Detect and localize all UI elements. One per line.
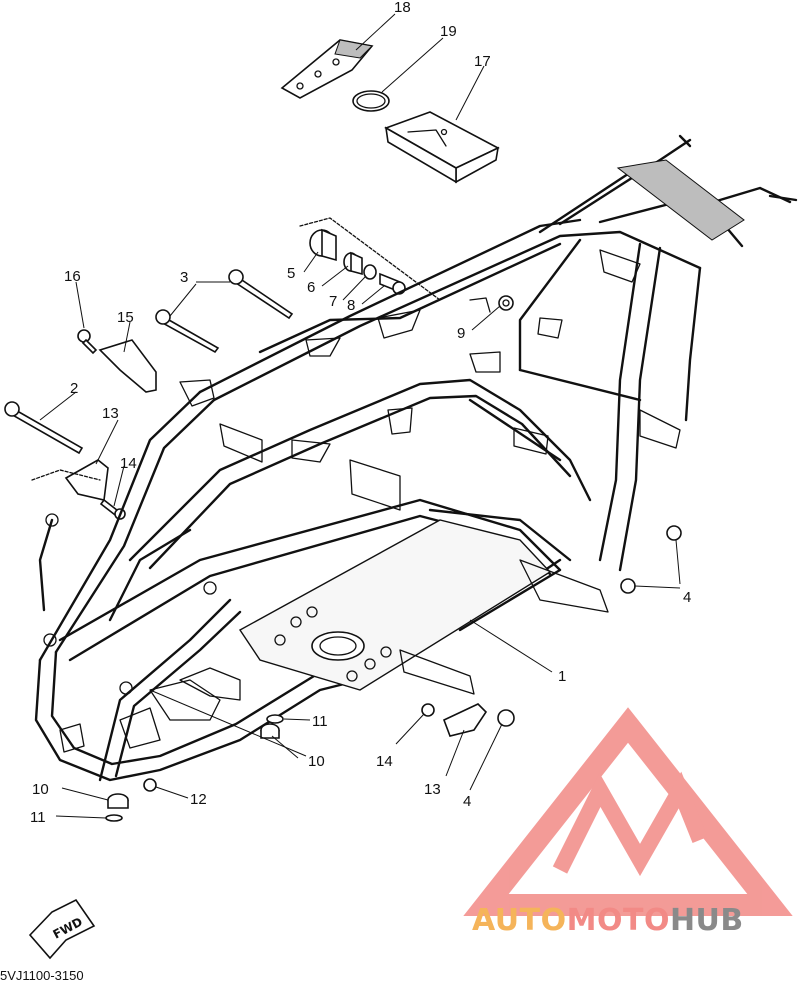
callout-15: 15 — [117, 309, 134, 326]
part-9-nut — [498, 295, 514, 311]
callout-8: 8 — [347, 297, 355, 314]
callout-10a: 10 — [308, 753, 325, 770]
callout-10b: 10 — [32, 781, 49, 798]
part-11-ring-upper — [266, 714, 284, 724]
part-4-nut-upper — [620, 525, 682, 594]
part-13-plate-right — [442, 703, 488, 737]
watermark-wordmark: AUTOMOTOHUB — [472, 903, 744, 938]
part-3-long-bolts — [155, 269, 294, 354]
svg-text:AUTOMOTOHUB: AUTOMOTOHUB — [472, 903, 744, 938]
callout-17: 17 — [474, 53, 491, 70]
part-17-tool-bag — [384, 111, 500, 184]
watermark-auto: AUTO — [472, 903, 567, 938]
part-18-seat-pad — [280, 39, 374, 99]
callout-labels: 1 2 3 4 4 5 6 7 8 9 10 10 11 11 12 13 13… — [30, 0, 691, 826]
part-2-bolt — [4, 401, 84, 455]
part-15-bracket — [98, 339, 157, 393]
callout-4a: 4 — [683, 589, 691, 606]
callout-14b: 14 — [376, 753, 393, 770]
part-16-bolt — [77, 329, 98, 355]
callout-13b: 13 — [424, 781, 441, 798]
leader-lines — [39, 13, 681, 819]
callout-12: 12 — [190, 791, 207, 808]
callout-18: 18 — [394, 0, 411, 16]
part-4-nut-lower — [497, 709, 515, 727]
callout-5: 5 — [287, 265, 295, 282]
part-6-bushing — [343, 251, 363, 276]
callout-11a: 11 — [312, 713, 328, 730]
part-11-ring-lower — [105, 814, 123, 822]
watermark-hub: HUB — [670, 903, 744, 938]
callout-14a: 14 — [120, 455, 137, 472]
callout-13a: 13 — [102, 405, 119, 422]
callout-2: 2 — [70, 380, 78, 397]
part-19-o-ring — [352, 90, 390, 112]
watermark-logo-icon — [463, 707, 793, 916]
part-13-plate-left — [64, 459, 109, 501]
callout-9: 9 — [457, 325, 465, 342]
callout-4b: 4 — [463, 793, 471, 810]
part-1-main-frame — [31, 134, 798, 782]
callout-11b: 11 — [30, 809, 46, 826]
part-10-damper-lower — [107, 793, 129, 809]
callout-7: 7 — [329, 293, 337, 310]
callout-3: 3 — [180, 269, 188, 286]
part-10-damper-upper — [260, 723, 280, 739]
watermark-moto: MOTO — [567, 903, 670, 938]
callout-1: 1 — [558, 668, 566, 685]
part-14-bolt-right — [421, 703, 435, 717]
callout-6: 6 — [307, 279, 315, 296]
callout-19: 19 — [440, 23, 457, 40]
part-7-washer — [363, 264, 377, 280]
part-5-collar — [309, 228, 337, 262]
fwd-arrow-icon: FWD — [28, 898, 96, 960]
part-12-bolt — [143, 778, 157, 792]
callout-16: 16 — [64, 268, 81, 285]
drawing-code: 5VJ1100-3150 — [0, 968, 84, 983]
